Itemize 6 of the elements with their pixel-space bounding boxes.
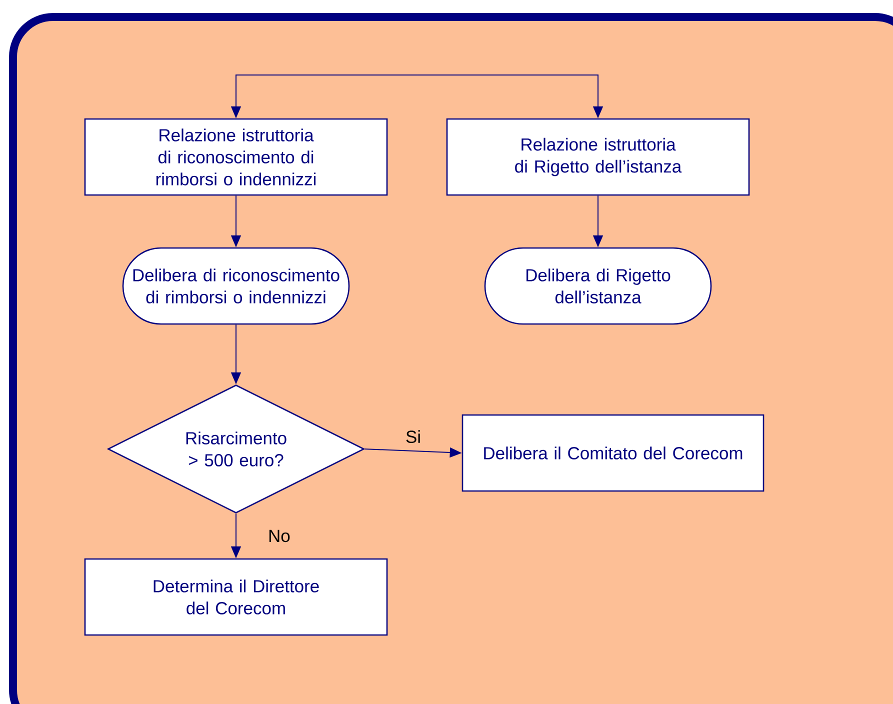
edge-label: Si xyxy=(406,430,420,443)
process-box: Delibera il Comitato del Corecom xyxy=(462,414,764,492)
edge-label: No xyxy=(269,530,290,542)
process-box: Determina il Direttore del Corecom xyxy=(84,558,388,636)
process-box: Relazione istruttoria di Rigetto dell’istanza xyxy=(446,118,750,196)
process-box: Relazione istruttoria di riconoscimento di rimborsi o indennizzi xyxy=(84,118,388,196)
